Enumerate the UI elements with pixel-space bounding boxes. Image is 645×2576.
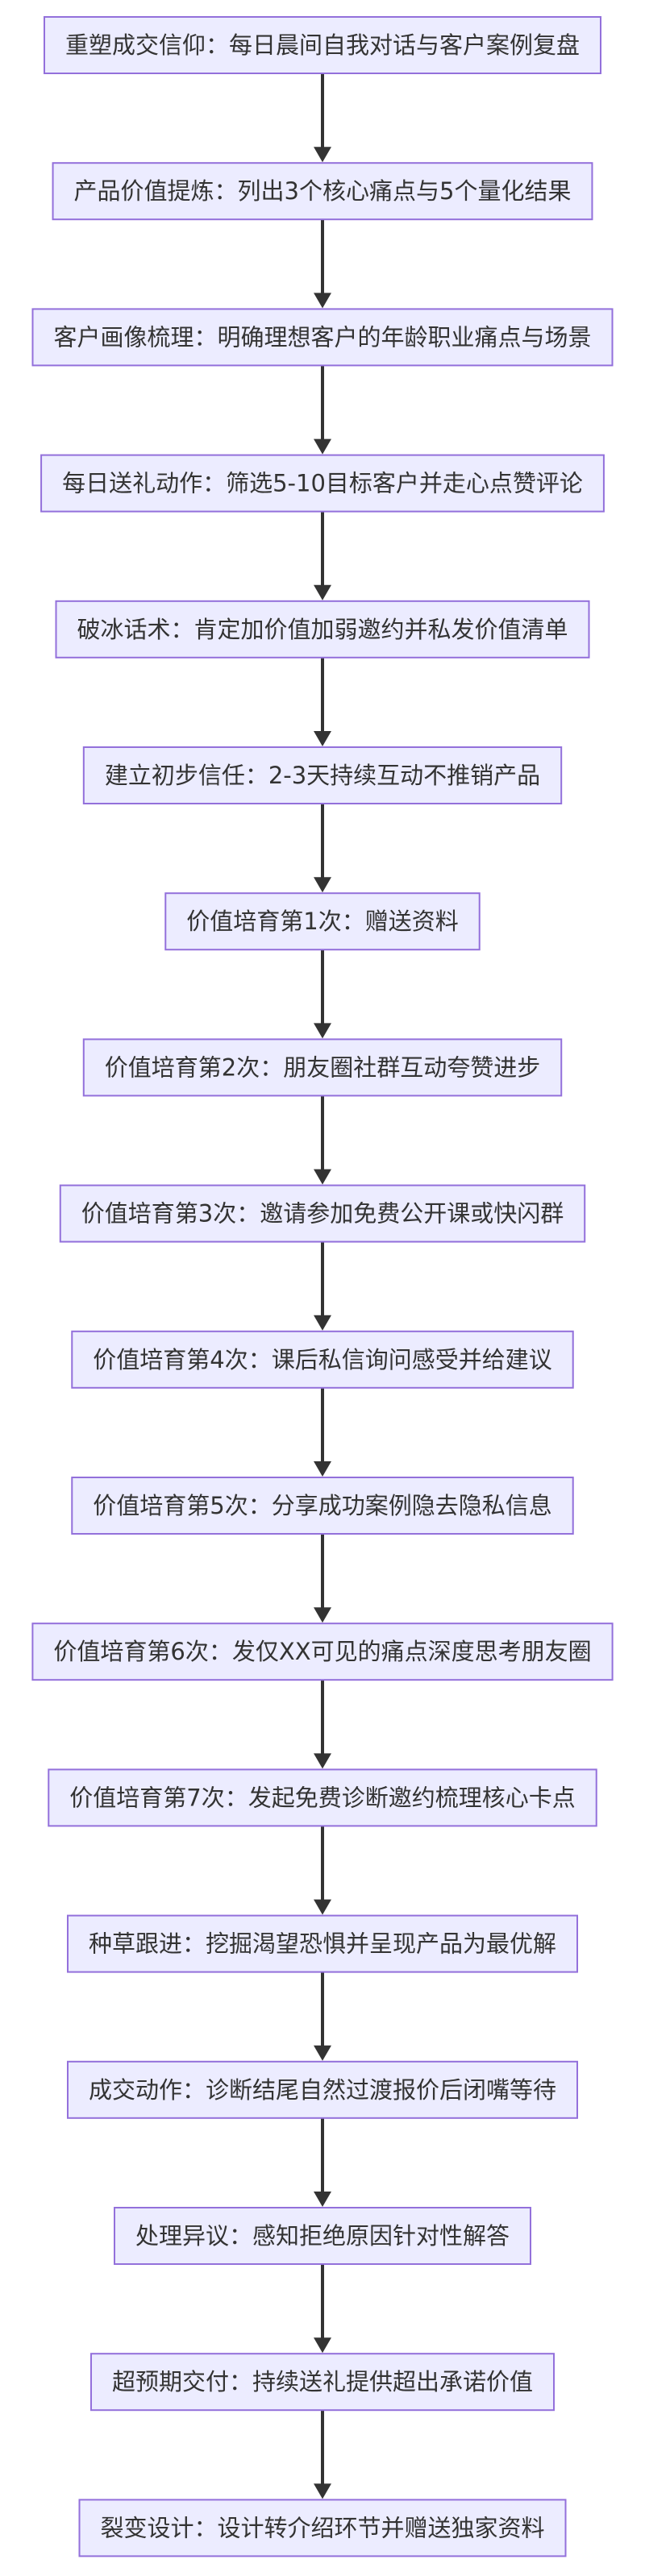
flow-step-box [31, 1622, 614, 1681]
flow-step-label: 客户画像梳理：明确理想客户的年龄职业痛点与场景 [53, 323, 591, 351]
flow-arrow-13 [314, 1826, 331, 1915]
arrow-head-icon [314, 147, 331, 163]
arrow-head-icon [314, 584, 331, 600]
flow-arrow-7 [314, 949, 331, 1039]
arrow-head-icon [314, 731, 331, 746]
flow-step-15: 成交动作：诊断结尾自然过渡报价后闭嘴等待 [66, 2060, 579, 2119]
arrow-head-icon [314, 1753, 331, 1769]
flow-step-box [40, 454, 605, 513]
flow-step-box [59, 1184, 586, 1243]
arrow-head-icon [314, 2337, 331, 2354]
flow-step-box [52, 162, 593, 221]
flow-step-label: 裂变设计：设计转介绍环节并赠送独家资料 [100, 2514, 544, 2541]
flow-step-box [82, 1038, 563, 1097]
flow-step-box [48, 1768, 597, 1827]
flow-step-box [82, 746, 563, 804]
flow-step-14: 种草跟进：挖掘渴望恐惧并呈现产品为最优解 [66, 1914, 579, 1973]
flow-step-18: 裂变设计：设计转介绍环节并赠送独家资料 [78, 2499, 567, 2557]
flow-step-label: 处理异议：感知拒绝原因针对性解答 [135, 2222, 510, 2250]
flow-step-13: 价值培育第7次：发起免费诊断邀约梳理核心卡点 [48, 1768, 597, 1827]
arrow-head-icon [314, 293, 331, 309]
flow-step-7: 价值培育第1次：赠送资料 [164, 892, 481, 951]
arrow-head-icon [314, 877, 331, 893]
arrow-head-icon [314, 1023, 331, 1039]
flow-arrow-12 [314, 1680, 331, 1769]
arrow-head-icon [314, 438, 331, 455]
flow-step-label: 建立初步信任：2-3天持续互动不推销产品 [105, 762, 540, 789]
flow-step-4: 每日送礼动作：筛选5-10目标客户并走心点赞评论 [40, 454, 605, 513]
flow-arrow-16 [314, 2264, 331, 2354]
arrow-head-icon [314, 2483, 331, 2499]
flow-step-9: 价值培育第3次：邀请参加免费公开课或快闪群 [59, 1184, 586, 1243]
flow-step-box [55, 600, 590, 659]
flow-step-label: 价值培育第5次：分享成功案例隐去隐私信息 [93, 1492, 551, 1519]
flow-arrow-8 [314, 1095, 331, 1185]
flow-step-label: 超预期交付：持续送礼提供超出承诺价值 [112, 2368, 533, 2395]
flow-step-1: 重塑成交信仰：每日晨间自我对话与客户案例复盘 [43, 16, 602, 74]
flow-step-label: 价值培育第3次：邀请参加免费公开课或快闪群 [81, 1200, 564, 1228]
arrow-head-icon [314, 2192, 331, 2207]
flow-step-label: 价值培育第4次：课后私信询问感受并给建议 [93, 1346, 551, 1373]
flow-arrow-11 [314, 1534, 331, 1623]
flow-step-16: 处理异议：感知拒绝原因针对性解答 [113, 2207, 532, 2265]
flow-step-label: 重塑成交信仰：每日晨间自我对话与客户案例复盘 [65, 31, 580, 59]
arrow-head-icon [314, 1315, 331, 1331]
flow-step-label: 价值培育第7次：发起免费诊断邀约梳理核心卡点 [69, 1784, 575, 1811]
flow-step-box [71, 1330, 574, 1389]
arrow-head-icon [314, 1607, 331, 1623]
flow-arrow-6 [314, 804, 331, 893]
flow-step-label: 种草跟进：挖掘渴望恐惧并呈现产品为最优解 [89, 1930, 556, 1958]
flow-arrow-14 [314, 1971, 331, 2061]
flow-step-2: 产品价值提炼：列出3个核心痛点与5个量化结果 [52, 162, 593, 221]
flow-arrow-2 [314, 219, 331, 309]
flow-step-box [66, 1914, 579, 1973]
flow-step-6: 建立初步信任：2-3天持续互动不推销产品 [82, 746, 563, 804]
flow-step-8: 价值培育第2次：朋友圈社群互动夸赞进步 [82, 1038, 563, 1097]
arrow-head-icon [314, 1461, 331, 1477]
flow-step-label: 价值培育第2次：朋友圈社群互动夸赞进步 [105, 1053, 540, 1081]
flow-step-label: 每日送礼动作：筛选5-10目标客户并走心点赞评论 [62, 470, 583, 497]
flow-step-box [78, 2499, 567, 2557]
flow-nodes: 重塑成交信仰：每日晨间自我对话与客户案例复盘产品价值提炼：列出3个核心痛点与5个… [31, 16, 614, 2557]
flow-edges [314, 73, 331, 2499]
flow-arrow-1 [314, 73, 331, 163]
flow-arrow-4 [314, 511, 331, 600]
flow-step-label: 价值培育第1次：赠送资料 [186, 908, 458, 935]
flow-step-box [89, 2353, 556, 2412]
flow-step-box [71, 1477, 574, 1535]
flow-step-box [43, 16, 602, 74]
flow-step-label: 产品价值提炼：列出3个核心痛点与5个量化结果 [74, 177, 572, 205]
flow-step-17: 超预期交付：持续送礼提供超出承诺价值 [89, 2353, 556, 2412]
flow-step-box [164, 892, 481, 951]
flow-step-12: 价值培育第6次：发仅XX可见的痛点深度思考朋友圈 [31, 1622, 614, 1681]
flow-step-10: 价值培育第4次：课后私信询问感受并给建议 [71, 1330, 574, 1389]
flow-step-box [66, 2060, 579, 2119]
flow-arrow-17 [314, 2410, 331, 2499]
flow-step-label: 破冰话术：肯定加价值加弱邀约并私发价值清单 [77, 616, 568, 643]
flow-step-box [31, 308, 614, 367]
arrow-head-icon [314, 2045, 331, 2061]
flow-step-5: 破冰话术：肯定加价值加弱邀约并私发价值清单 [55, 600, 590, 659]
arrow-head-icon [314, 1169, 331, 1185]
flow-arrow-9 [314, 1241, 331, 1331]
flow-arrow-5 [314, 657, 331, 746]
flow-arrow-15 [314, 2117, 331, 2207]
flow-step-11: 价值培育第5次：分享成功案例隐去隐私信息 [71, 1477, 574, 1535]
flow-step-label: 价值培育第6次：发仅XX可见的痛点深度思考朋友圈 [53, 1638, 591, 1665]
arrow-head-icon [314, 1899, 331, 1915]
flow-step-3: 客户画像梳理：明确理想客户的年龄职业痛点与场景 [31, 308, 614, 367]
flow-arrow-3 [314, 365, 331, 455]
flow-step-box [113, 2207, 532, 2265]
flow-step-label: 成交动作：诊断结尾自然过渡报价后闭嘴等待 [89, 2076, 556, 2104]
flow-arrow-10 [314, 1387, 331, 1477]
